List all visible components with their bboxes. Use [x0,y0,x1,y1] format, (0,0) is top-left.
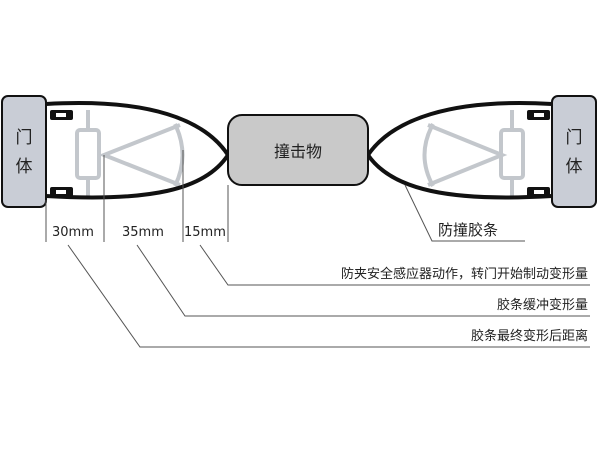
door-right-label-2: 体 [566,157,583,177]
dimension-lines [45,150,229,242]
annotation-seal-buffer: 胶条缓冲变形量 [497,297,588,313]
door-left: 门 体 [1,95,47,208]
obstacle-label: 撞击物 [274,142,322,161]
door-right-label-1: 门 [566,128,583,148]
seal-label: 防撞胶条 [438,221,498,239]
left-seal [45,101,231,200]
dimension-30mm: 30mm [52,225,94,240]
obstacle: 撞击物 [227,114,369,186]
dimension-15mm: 15mm [184,225,226,240]
left-sensor [75,110,185,197]
dimension-35mm: 35mm [122,225,164,240]
door-left-label-2: 体 [16,157,33,177]
leader-lines [67,184,590,348]
door-right: 门 体 [551,95,597,208]
annotation-final-distance: 胶条最终变形后距离 [471,328,588,344]
door-left-label-1: 门 [16,128,33,148]
annotation-sensor-braking: 防夹安全感应器动作，转门开始制动变形量 [341,266,588,282]
seal-clips [50,110,550,197]
right-sensor [422,110,525,197]
